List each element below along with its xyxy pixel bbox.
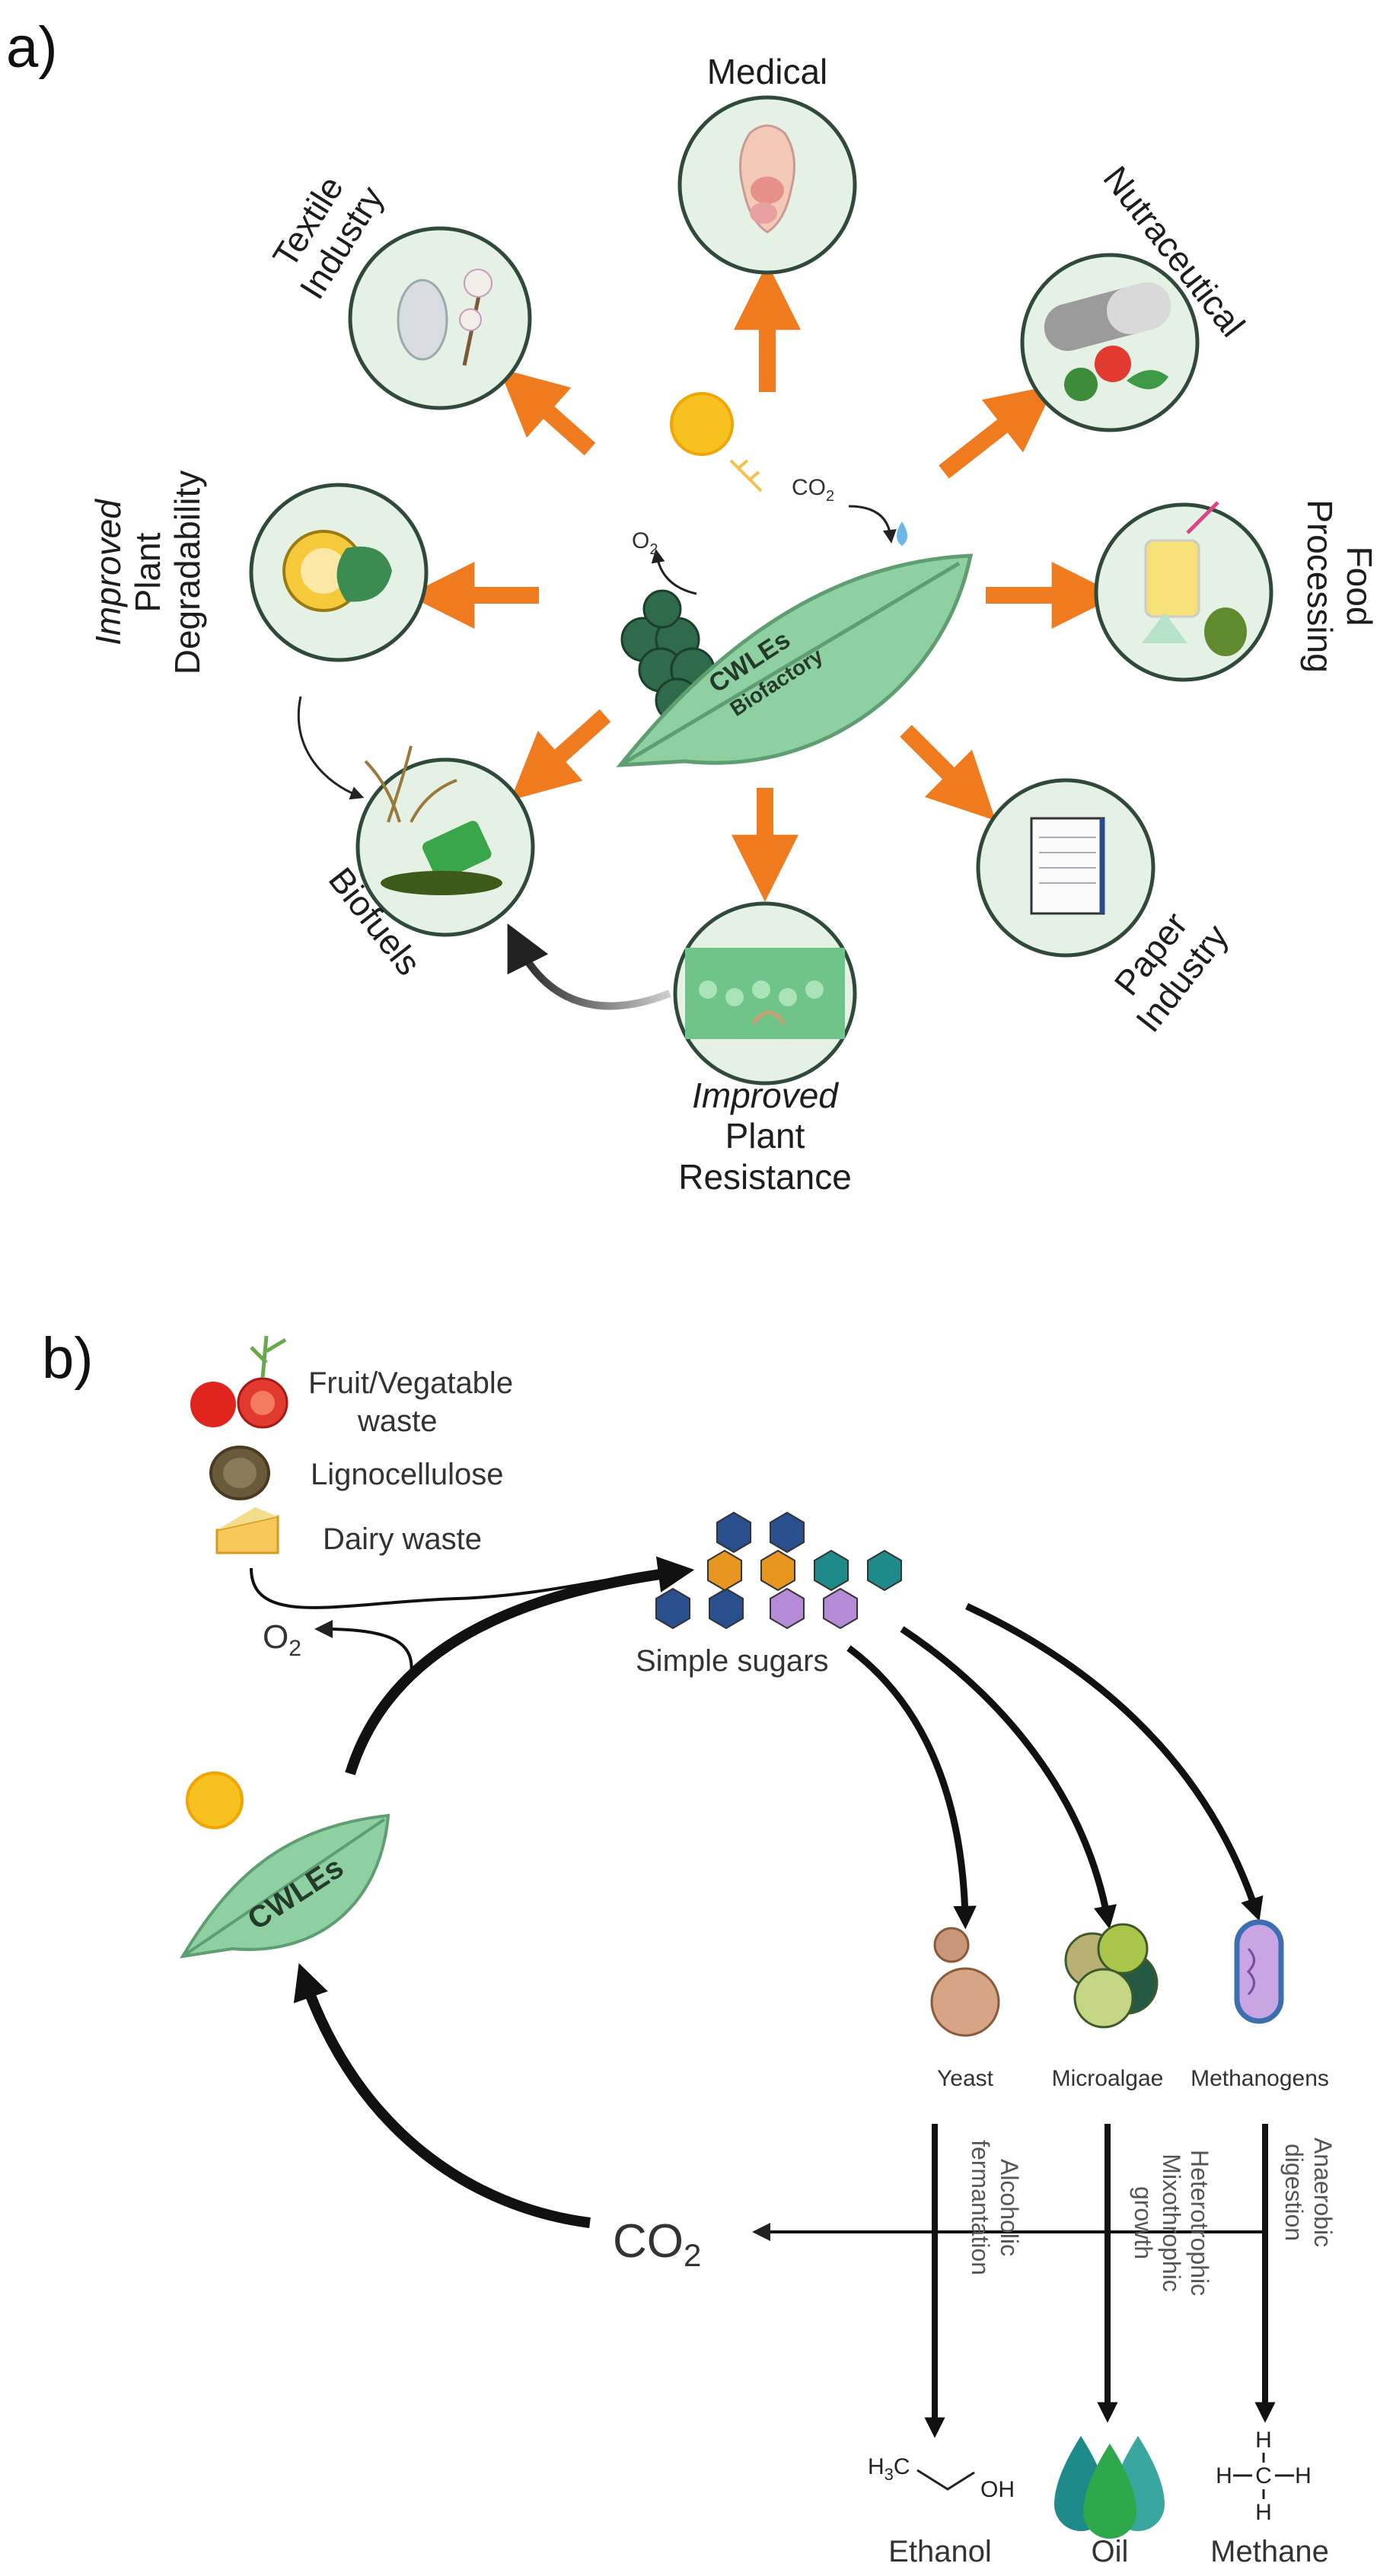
methane-label: Methane bbox=[1210, 2535, 1329, 2568]
dairy-waste-label: Dairy waste bbox=[323, 1522, 482, 1556]
simple-sugars-label: Simple sugars bbox=[636, 1644, 828, 1678]
microalgae-icon bbox=[1064, 1923, 1159, 2029]
lignocellulose-label: Lignocellulose bbox=[311, 1458, 504, 1491]
cotton-icon bbox=[397, 269, 492, 366]
fruit-vegetable-icon bbox=[190, 1335, 288, 1429]
sugars-to-microalgae-arrow bbox=[900, 1626, 1117, 1930]
process-arrows bbox=[924, 2124, 1276, 2438]
leaf-to-sugars-arrow bbox=[345, 1556, 695, 1776]
panel-b-leaf bbox=[180, 1813, 390, 1959]
sun-icon bbox=[670, 392, 734, 456]
panel-b-co2-main: CO bbox=[613, 2215, 684, 2268]
center-o2-sub: 2 bbox=[649, 541, 658, 558]
panel-b-co2-sub: 2 bbox=[684, 2237, 701, 2273]
resistance-to-biofuels-arrow bbox=[507, 923, 671, 1010]
panel-b-o2-sub: 2 bbox=[288, 1636, 301, 1661]
yeast-label: Yeast bbox=[937, 2066, 994, 2091]
panel-b-o2-main: O bbox=[263, 1618, 288, 1656]
yeast-icon bbox=[930, 1927, 1000, 2037]
meth-process-label: Anaerobic digestion bbox=[1280, 2138, 1337, 2247]
methanogen-icon bbox=[1234, 1919, 1284, 2024]
sugars-to-methanogens-arrow bbox=[965, 1602, 1264, 1921]
food-label: Food Processing bbox=[1300, 499, 1377, 673]
sugar-chains bbox=[655, 1511, 902, 1630]
methane-h-right: H bbox=[1295, 2463, 1312, 2488]
degradability-label-line1: Improved bbox=[88, 499, 128, 646]
panel-b-o2-label: O2 bbox=[263, 1618, 301, 1661]
ethanol-oh: OH bbox=[980, 2477, 1015, 2502]
biofuel-barrel-icon bbox=[364, 745, 502, 895]
panel-b-sun-icon bbox=[186, 1771, 244, 1829]
pill-capsule-icon bbox=[1044, 282, 1171, 401]
juice-icon bbox=[1142, 501, 1247, 656]
fruit-waste-label-line1: Fruit/Vegatable bbox=[308, 1366, 513, 1400]
center-o2-main: O bbox=[632, 528, 649, 553]
degradability-label-line3: Degradability bbox=[167, 470, 207, 674]
algae-process-line1: Heterotrophic bbox=[1186, 2150, 1213, 2296]
resistance-label: Improved Plant Resistance bbox=[678, 1076, 852, 1197]
oil-drops-icon bbox=[1054, 2436, 1165, 2539]
degradability-label-line2: Plant bbox=[128, 532, 167, 612]
nutraceutical-circle bbox=[1020, 253, 1200, 432]
ethanol-structure: H3C OH bbox=[868, 2454, 1015, 2502]
food-label-line2: Processing bbox=[1300, 499, 1340, 673]
panel-b-label: b) bbox=[42, 1326, 94, 1391]
center-o2-label: O2 bbox=[632, 528, 658, 558]
arrow-to-biofuels bbox=[510, 709, 611, 801]
resistance-label-line3: Resistance bbox=[678, 1157, 852, 1197]
arrow-to-textile bbox=[499, 368, 596, 456]
resistance-label-line1: Improved bbox=[692, 1076, 839, 1115]
ethanol-h3c: H3C bbox=[868, 2454, 910, 2484]
methane-h-left: H bbox=[1216, 2463, 1232, 2488]
o2-branch-arrow bbox=[314, 1620, 413, 1675]
oil-label: Oil bbox=[1092, 2535, 1129, 2568]
meth-process-line1: Anaerobic bbox=[1309, 2138, 1337, 2247]
ethanol-h3c-sub: 3 bbox=[885, 2465, 894, 2484]
cheese-icon bbox=[215, 1507, 279, 1554]
ethanol-label: Ethanol bbox=[888, 2535, 992, 2568]
fruit-waste-label-line2: waste bbox=[357, 1404, 438, 1438]
microalgae-label: Microalgae bbox=[1052, 2066, 1164, 2091]
leaf-cells-icon bbox=[685, 948, 845, 1039]
degradability-to-biofuels-arrow bbox=[297, 696, 365, 800]
methane-c: C bbox=[1255, 2463, 1272, 2488]
panel-a-label: a) bbox=[6, 15, 58, 80]
food-label-line1: Food bbox=[1340, 547, 1377, 626]
center-co2-main: CO bbox=[792, 475, 826, 500]
medical-body-icon bbox=[739, 124, 795, 234]
methane-h-top: H bbox=[1255, 2428, 1272, 2453]
meth-process-line2: digestion bbox=[1280, 2144, 1308, 2241]
panel-b-co2-label: CO2 bbox=[613, 2215, 701, 2273]
light-rays-icon bbox=[729, 459, 763, 493]
methanogens-label: Methanogens bbox=[1191, 2066, 1329, 2091]
arrow-to-nutraceutical bbox=[939, 384, 1056, 479]
algae-process-line3: growth bbox=[1130, 2186, 1157, 2259]
ethanol-h3c-h: H bbox=[868, 2454, 885, 2479]
center-co2-label: CO2 bbox=[792, 475, 834, 505]
yeast-process-label: Alcoholic fermantation bbox=[967, 2140, 1023, 2275]
algae-process-line2: Mixothrophic bbox=[1158, 2154, 1185, 2291]
center-co2-sub: 2 bbox=[826, 488, 834, 505]
methane-structure: H H C H H bbox=[1216, 2428, 1312, 2525]
ethanol-h3c-c: C bbox=[894, 2454, 910, 2479]
water-drop-icon bbox=[897, 521, 907, 546]
yeast-process-line1: Alcoholic bbox=[996, 2159, 1023, 2256]
medical-label: Medical bbox=[707, 52, 828, 91]
orange-arrows bbox=[407, 263, 1119, 902]
lignocellulose-icon bbox=[209, 1446, 270, 1500]
sugars-to-yeast-arrow bbox=[846, 1645, 977, 1930]
methane-h-bottom: H bbox=[1255, 2500, 1272, 2525]
degradability-label: Improved Plant Degradability bbox=[88, 470, 207, 674]
arrow-to-paper bbox=[900, 725, 996, 821]
cwles-leaf bbox=[616, 553, 974, 767]
yeast-process-line2: fermantation bbox=[967, 2140, 994, 2275]
degradability-icon bbox=[282, 530, 392, 612]
co2-in-arrow bbox=[848, 505, 897, 544]
o2-out-arrow bbox=[651, 549, 697, 595]
notebook-icon bbox=[1030, 817, 1105, 915]
co2-to-leaf-arrow bbox=[293, 1962, 591, 2228]
algae-process-label: Heterotrophic Mixothrophic growth bbox=[1130, 2150, 1213, 2296]
resistance-label-line2: Plant bbox=[725, 1116, 805, 1156]
